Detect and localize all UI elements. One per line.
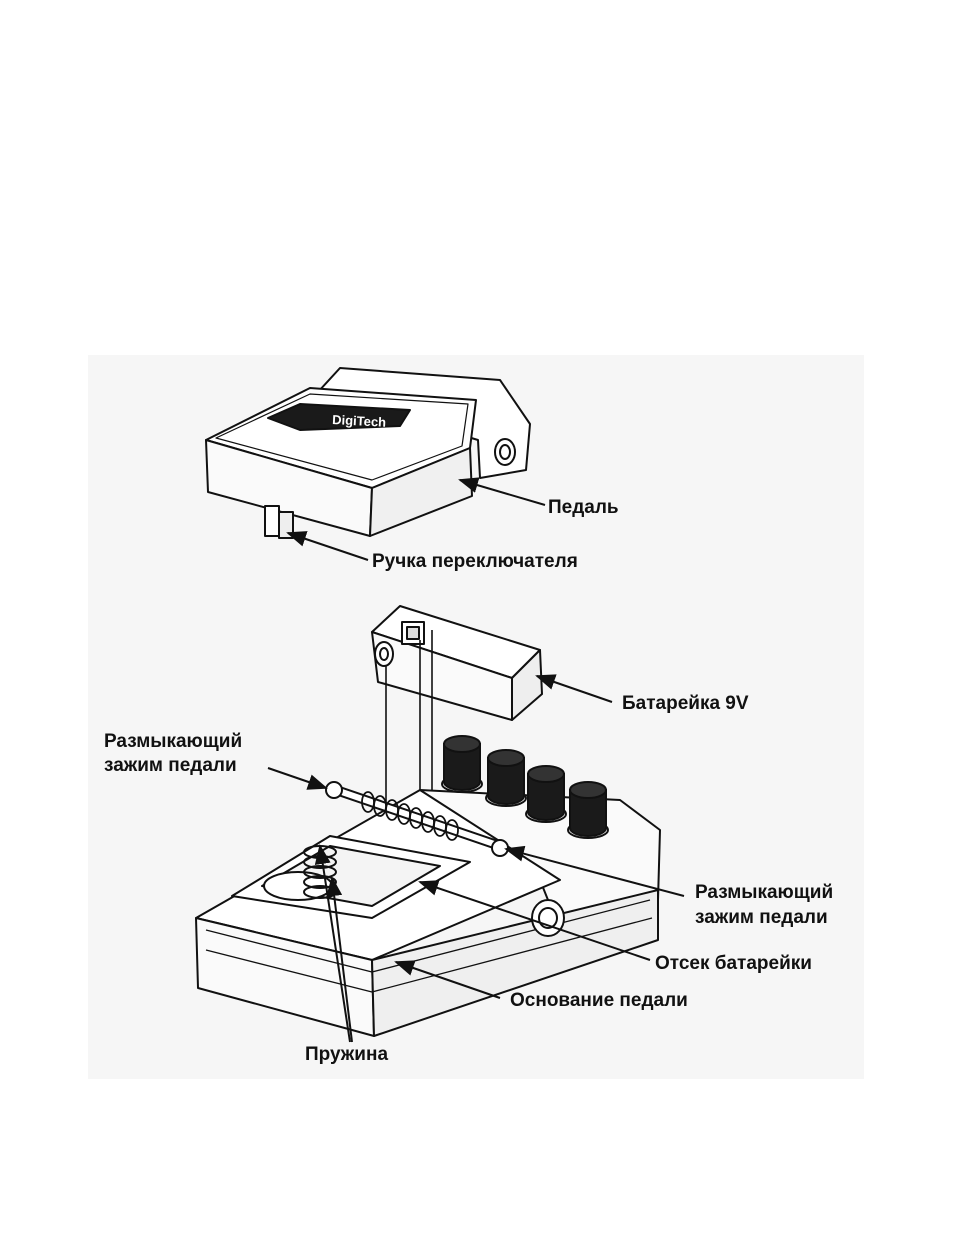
battery-compartment-leader [418, 880, 651, 961]
label-pedal: Педаль [548, 497, 619, 518]
label-battery-compartment: Отсек батарейки [655, 953, 812, 974]
release-clip-right-leader [504, 845, 685, 897]
label-battery: Батарейка 9V [622, 693, 749, 714]
pedal-base-leader [394, 960, 501, 999]
spring-leader-2 [326, 876, 353, 1043]
label-release-clip-left-1: Размыкающий [104, 731, 243, 752]
label-spring: Пружина [305, 1044, 389, 1065]
label-release-clip-left-2: зажим педали [104, 755, 237, 776]
battery-leader [535, 674, 613, 703]
release-clip-left-leader [267, 767, 328, 790]
control-knobs [441, 735, 609, 839]
label-pedal-base: Основание педали [510, 990, 688, 1011]
pedal-leader [458, 477, 546, 506]
spring-leader-1 [314, 844, 351, 1043]
switch-knob-leader [286, 531, 369, 561]
pedal-part [205, 367, 531, 539]
battery-part [371, 605, 543, 880]
label-release-clip-right-2: зажим педали [695, 907, 828, 928]
label-release-clip-right-1: Размыкающий [695, 882, 834, 903]
label-switch-knob: Ручка переключателя [372, 551, 578, 572]
brand-logo-text: DigiTech [332, 412, 387, 430]
pedal-base-part [195, 781, 661, 1037]
